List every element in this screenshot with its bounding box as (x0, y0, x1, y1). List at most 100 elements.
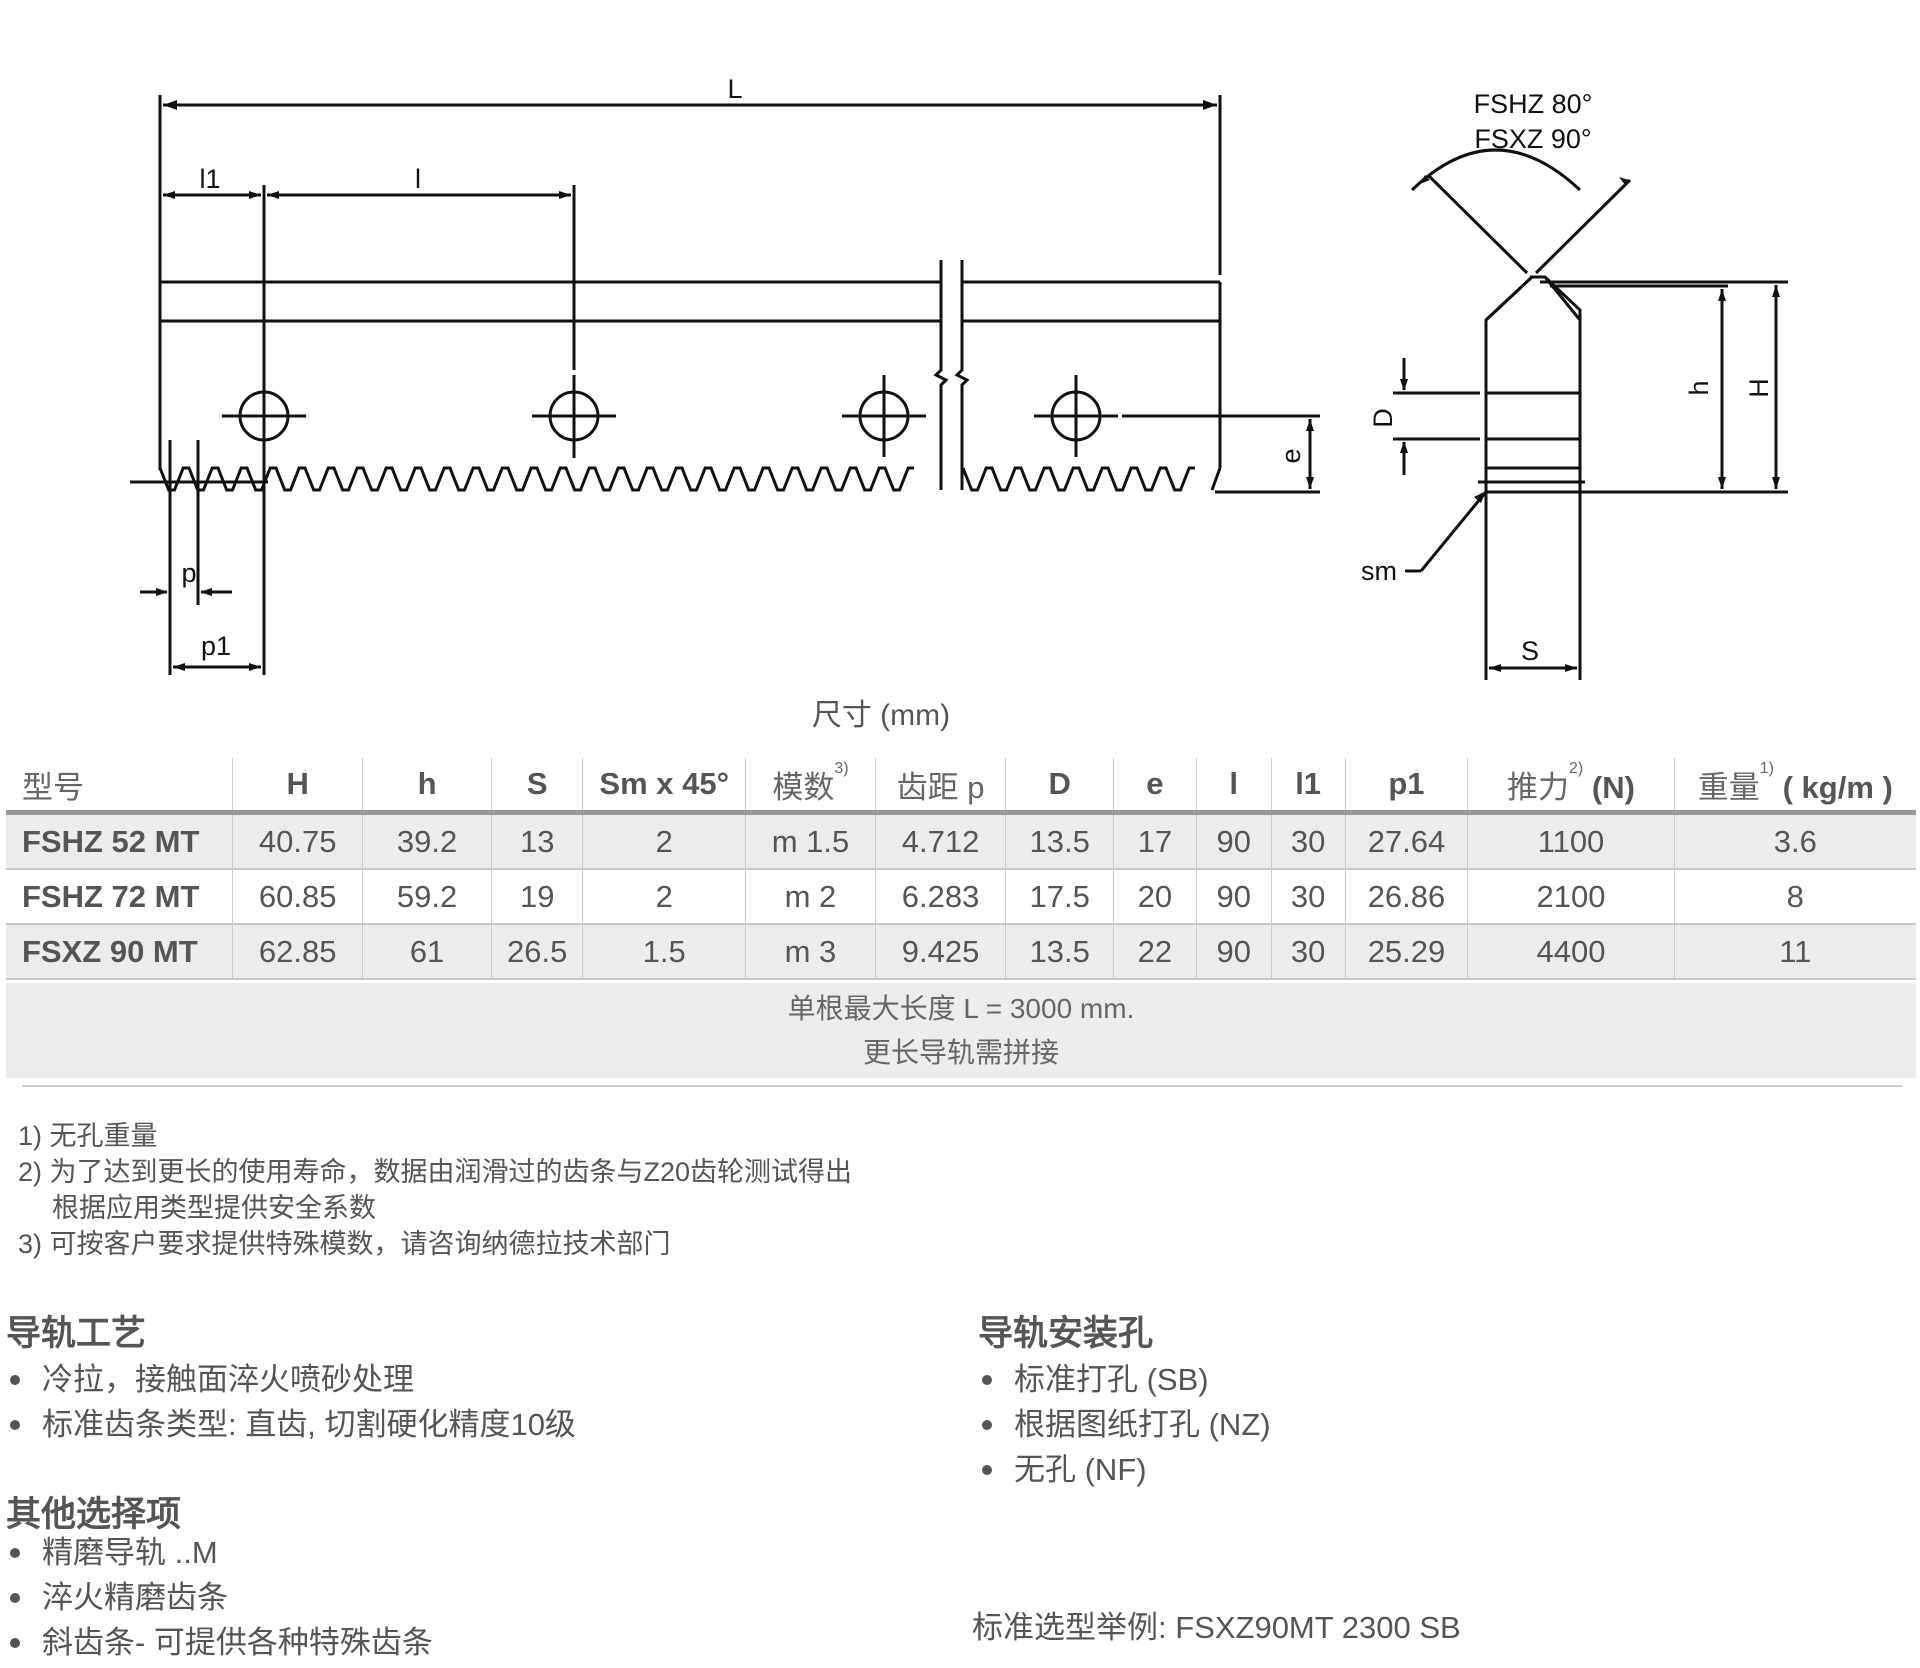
section-title-process: 导轨工艺 (6, 1314, 147, 1353)
section-title-options: 其他选择项 (6, 1495, 182, 1534)
footnote-3: 3) 可按客户要求提供特殊模数，请咨询纳德拉技术部门 (18, 1229, 671, 1259)
column-header: 重量1) ( kg/m ) (1673, 758, 1916, 813)
value-cell: 6.283 (874, 869, 1006, 925)
column-header-label: l (1229, 766, 1239, 801)
bullet-item: 标准打孔 (SB) (978, 1357, 1271, 1402)
bullet-item: 精磨导轨 ..M (6, 1530, 433, 1575)
value-cell: 22 (1113, 924, 1197, 980)
value-cell: 8 (1673, 869, 1916, 925)
column-header-label: D (1048, 766, 1071, 801)
footnote-1: 1) 无孔重量 (18, 1121, 158, 1151)
value-cell: 9.425 (874, 924, 1006, 980)
value-cell: 2 (582, 812, 746, 870)
column-header-label: 型号 (22, 769, 84, 805)
column-header: 推力2) (N) (1467, 758, 1675, 813)
mounting-hole-2 (532, 380, 616, 458)
value-cell: 30 (1270, 869, 1346, 925)
column-header-label: p1 (1388, 766, 1425, 801)
model-cell: FSXZ 90 MT (6, 924, 233, 980)
value-cell: 25.29 (1344, 924, 1468, 980)
value-cell: 90 (1195, 924, 1272, 980)
label-S: S (1521, 636, 1539, 666)
column-header-label: S (526, 766, 548, 801)
label-l: l (415, 164, 421, 194)
bullet-item: 标准齿条类型: 直齿, 切割硬化精度10级 (6, 1402, 576, 1447)
column-header: 型号 (6, 758, 233, 813)
label-e: e (1276, 448, 1306, 463)
label-p: p (181, 558, 196, 588)
column-header: Sm x 45° (582, 758, 746, 813)
label-D: D (1368, 408, 1398, 428)
value-cell: 40.75 (232, 812, 363, 870)
model-cell: FSHZ 72 MT (6, 869, 233, 925)
value-cell: 4.712 (874, 812, 1006, 870)
value-cell: 30 (1270, 812, 1346, 870)
mounting-hole-3 (842, 375, 926, 457)
footnote-2: 2) 为了达到更长的使用寿命，数据由润滑过的齿条与Z20齿轮测试得出 (18, 1157, 853, 1187)
value-cell: m 1.5 (745, 812, 876, 870)
label-angle-fshz: FSHZ 80° (1474, 89, 1593, 119)
column-header-label: e (1146, 766, 1164, 801)
value-cell: 39.2 (361, 812, 492, 870)
example-order-code: 标准选型举例: FSXZ90MT 2300 SB (972, 1610, 1461, 1645)
column-header: l1 (1270, 758, 1346, 813)
value-cell: m 3 (745, 924, 876, 980)
value-cell: 27.64 (1344, 812, 1468, 870)
length-note-line: 更长导轨需拼接 (862, 1037, 1059, 1068)
bullet-item: 根据图纸打孔 (NZ) (978, 1402, 1271, 1447)
column-header: S (491, 758, 583, 813)
value-cell: 20 (1113, 869, 1197, 925)
column-header: D (1005, 758, 1114, 813)
model-cell: FSHZ 52 MT (6, 812, 233, 870)
footnote-ref: 3) (834, 759, 849, 777)
value-cell: 4400 (1467, 924, 1675, 980)
value-cell: 61 (361, 924, 492, 980)
label-h: h (1684, 380, 1714, 395)
value-cell: 13 (491, 812, 583, 870)
value-cell: 17.5 (1005, 869, 1114, 925)
label-l1: l1 (199, 164, 220, 194)
column-header-label: 齿距 p (896, 769, 985, 805)
value-cell: 13.5 (1005, 812, 1114, 870)
unit-label: ( kg/m ) (1782, 769, 1893, 805)
label-p1: p1 (201, 631, 231, 661)
column-header: 模数3) (745, 758, 876, 813)
dimension-caption: 尺寸 (mm) (811, 699, 951, 732)
section-title-holes: 导轨安装孔 (978, 1314, 1154, 1353)
length-note: 单根最大长度 L = 3000 mm. 更长导轨需拼接 (6, 983, 1916, 1078)
value-cell: 30 (1270, 924, 1346, 980)
value-cell: 2100 (1467, 869, 1675, 925)
value-cell: 59.2 (361, 869, 492, 925)
bullet-item: 冷拉，接触面淬火喷砂处理 (6, 1357, 576, 1402)
rack-teeth (158, 466, 914, 492)
column-header-label: H (286, 766, 309, 801)
value-cell: 90 (1195, 869, 1272, 925)
label-angle-fsxz: FSXZ 90° (1474, 124, 1591, 154)
column-header: H (232, 758, 363, 813)
column-header-label: 推力 (1507, 769, 1570, 805)
footnote-ref: 2) (1569, 759, 1584, 777)
value-cell: 26.86 (1344, 869, 1468, 925)
column-header-label: Sm x 45° (599, 766, 730, 801)
value-cell: m 2 (745, 869, 876, 925)
column-header: l (1195, 758, 1272, 813)
divider (22, 1085, 1902, 1087)
value-cell: 11 (1673, 924, 1916, 980)
bullet-item: 淬火精磨齿条 (6, 1575, 433, 1620)
column-header-label: l1 (1295, 766, 1322, 801)
value-cell: 3.6 (1673, 812, 1916, 870)
rack-drawing: L l1 l p p1 e D h H sm S FSHZ 80° FSXZ 9… (130, 74, 1788, 680)
mounting-hole-1 (222, 380, 306, 455)
footnote-ref: 1) (1759, 759, 1774, 777)
column-header-label: h (417, 766, 437, 801)
value-cell: 60.85 (232, 869, 363, 925)
rack-teeth (961, 466, 1195, 492)
value-cell: 19 (491, 869, 583, 925)
holes-list: 标准打孔 (SB)根据图纸打孔 (NZ)无孔 (NF) (978, 1357, 1271, 1492)
value-cell: 2 (582, 869, 746, 925)
